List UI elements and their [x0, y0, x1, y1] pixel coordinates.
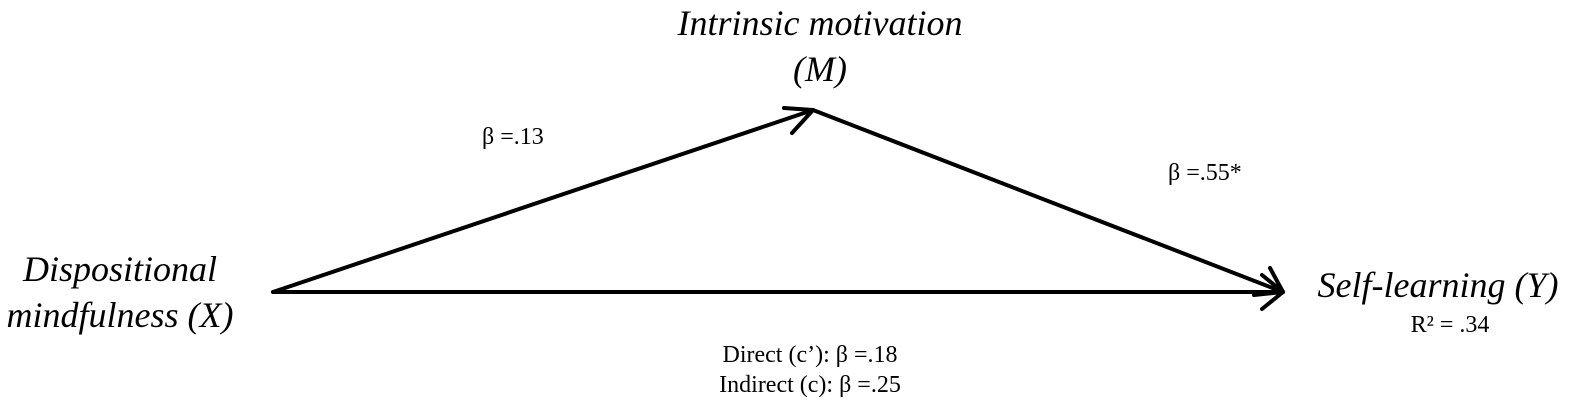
mediator-symbol: (M)	[793, 49, 847, 89]
effects-summary: Direct (c’): β =.18 Indirect (c): β =.25	[600, 340, 1020, 400]
outcome-node: Self-learning (Y)	[1280, 262, 1596, 308]
mediator-node: Intrinsic motivation (M)	[620, 0, 1020, 92]
path-b-coefficient: β =.55*	[1168, 160, 1242, 186]
mediator-name: Intrinsic motivation	[677, 3, 963, 43]
predictor-name-line2: mindfulness (X)	[6, 295, 234, 335]
predictor-name-line1: Dispositional	[22, 249, 218, 289]
outcome-r-squared: R² = .34	[1410, 312, 1490, 338]
indirect-effect: Indirect (c): β =.25	[719, 372, 901, 398]
arrow-m-to-y	[811, 108, 1285, 294]
predictor-node: Dispositional mindfulness (X)	[0, 246, 240, 338]
arrowhead-y-from-x	[1260, 273, 1285, 311]
path-a-coefficient: β =.13	[482, 124, 544, 150]
outcome-name: Self-learning (Y)	[1317, 265, 1559, 305]
direct-effect: Direct (c’): β =.18	[722, 342, 898, 368]
arrow-x-to-m	[271, 108, 815, 294]
